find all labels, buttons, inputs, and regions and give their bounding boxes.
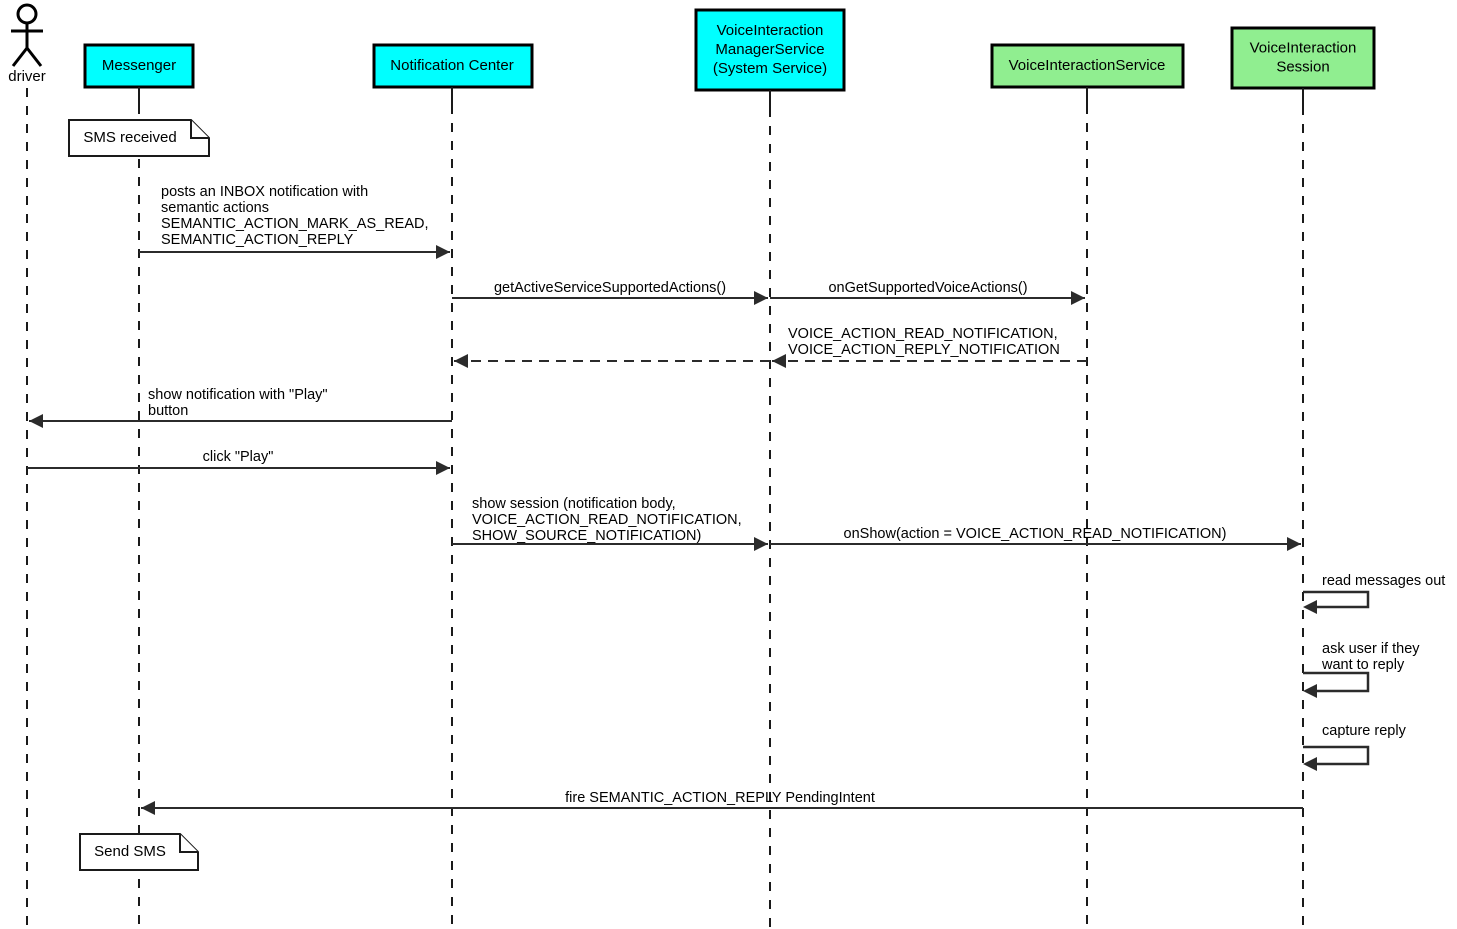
participant-label-voice-interaction-service-line-0: VoiceInteractionService (1009, 57, 1166, 74)
note-note-send-sms[interactable]: Send SMS (79, 833, 199, 871)
message-label-msg-click-play-line-0: click "Play" (203, 449, 274, 465)
message-arrowhead-msg-show-notification-with-play-button (29, 414, 43, 428)
note-label-note-send-sms: Send SMS (94, 843, 166, 860)
self-message-self-capture-reply[interactable]: capture reply (1303, 723, 1407, 771)
message-label-msg-on-get-supported-voice-actions-line-0: onGetSupportedVoiceActions() (828, 280, 1027, 296)
message-label-msg-on-show-line-0: onShow(action = VOICE_ACTION_READ_NOTIFI… (844, 526, 1227, 542)
message-arrowhead-msg-fire-semantic-action-reply-pending-intent (141, 801, 155, 815)
message-msg-show-notification-with-play-button[interactable]: show notification with "Play"button (29, 387, 452, 428)
participant-label-voice-interaction-session-line-1: Session (1276, 58, 1329, 75)
message-label-msg-show-notification-with-play-button-line-1: button (148, 403, 188, 419)
message-label-msg-post-inbox-notification-line-0: posts an INBOX notification with (161, 184, 368, 200)
note-shape-note-sms-received (68, 119, 210, 157)
message-arrowhead-msg-post-inbox-notification (436, 245, 450, 259)
actor-layer: driver (8, 3, 46, 85)
message-label-msg-get-active-service-supported-actions-line-0: getActiveServiceSupportedActions() (494, 280, 726, 296)
message-arrowhead-msg-get-active-service-supported-actions (754, 291, 768, 305)
self-message-path-self-capture-reply (1303, 745, 1370, 766)
message-msg-click-play[interactable]: click "Play" (27, 449, 450, 475)
participant-label-voice-interaction-session-line-0: VoiceInteraction (1250, 39, 1357, 56)
message-label-msg-show-session-line-2: SHOW_SOURCE_NOTIFICATION) (472, 528, 701, 544)
self-message-path-self-read-messages-out (1303, 590, 1370, 609)
participant-label-notification-center-line-0: Notification Center (390, 57, 513, 74)
note-shape-note-send-sms (79, 833, 199, 871)
self-message-self-read-messages-out[interactable]: read messages out (1303, 573, 1445, 614)
self-message-path-self-ask-user-if-they-want-to-reply (1303, 671, 1370, 693)
participant-label-voice-interaction-manager-service-line-2: (System Service) (713, 60, 827, 77)
participant-box-voice-interaction-service[interactable] (990, 43, 1185, 89)
message-arrowhead-msg-return-voice-actions-to-notification-center (454, 354, 468, 368)
participant-box-voice-interaction-manager-service[interactable] (694, 8, 846, 92)
self-message-label-self-ask-user-if-they-want-to-reply-line-1: want to reply (1321, 657, 1405, 673)
message-arrowhead-msg-on-show (1287, 537, 1301, 551)
message-label-msg-show-session-line-0: show session (notification body, (472, 496, 676, 512)
participant-voice-interaction-service[interactable]: VoiceInteractionService (990, 43, 1185, 105)
self-message-label-self-capture-reply-line-0: capture reply (1322, 723, 1407, 739)
message-arrowhead-msg-click-play (436, 461, 450, 475)
message-label-msg-show-notification-with-play-button-line-0: show notification with "Play" (148, 387, 328, 403)
note-fold-note-send-sms (179, 834, 198, 853)
participant-label-messenger-line-0: Messenger (102, 57, 176, 74)
message-label-msg-show-session-line-1: VOICE_ACTION_READ_NOTIFICATION, (472, 512, 742, 528)
messages-layer: posts an INBOX notification withsemantic… (27, 184, 1303, 815)
message-msg-show-session[interactable]: show session (notification body,VOICE_AC… (452, 496, 768, 551)
actor-label: driver (8, 68, 46, 85)
self-message-label-self-read-messages-out-line-0: read messages out (1322, 573, 1445, 589)
note-fold-note-sms-received (190, 120, 209, 139)
message-msg-get-active-service-supported-actions[interactable]: getActiveServiceSupportedActions() (452, 280, 768, 305)
message-arrowhead-msg-on-get-supported-voice-actions (1071, 291, 1085, 305)
message-msg-on-get-supported-voice-actions[interactable]: onGetSupportedVoiceActions() (770, 280, 1085, 305)
lifelines-layer (26, 87, 1304, 929)
message-label-msg-post-inbox-notification-line-2: SEMANTIC_ACTION_MARK_AS_READ, (161, 216, 429, 232)
message-label-msg-return-voice-actions-to-vims-line-1: VOICE_ACTION_REPLY_NOTIFICATION (788, 342, 1060, 358)
message-msg-return-voice-actions-to-vims[interactable]: VOICE_ACTION_READ_NOTIFICATION,VOICE_ACT… (772, 326, 1087, 368)
self-message-arrowhead-self-ask-user-if-they-want-to-reply (1303, 684, 1317, 698)
self-message-arrowhead-self-read-messages-out (1303, 600, 1317, 614)
participants-layer: Messenger Notification Center VoiceInterac… (83, 8, 1376, 108)
note-note-sms-received[interactable]: SMS received (68, 119, 210, 157)
message-msg-fire-semantic-action-reply-pending-intent[interactable]: fire SEMANTIC_ACTION_REPLY PendingIntent (141, 790, 1303, 815)
participant-messenger[interactable]: Messenger (83, 43, 195, 105)
actor-driver[interactable]: driver (8, 3, 46, 85)
message-label-msg-post-inbox-notification-line-1: semantic actions (161, 200, 269, 216)
actor-leg-right-icon (25, 47, 43, 67)
note-label-note-sms-received: SMS received (83, 129, 176, 146)
message-arrowhead-msg-show-session (754, 537, 768, 551)
message-arrowhead-msg-return-voice-actions-to-vims (772, 354, 786, 368)
self-message-label-self-ask-user-if-they-want-to-reply-line-0: ask user if they (1322, 641, 1420, 657)
message-label-msg-fire-semantic-action-reply-pending-intent-line-0: fire SEMANTIC_ACTION_REPLY PendingIntent (565, 790, 875, 806)
actor-leg-left-icon (11, 47, 29, 67)
message-label-msg-return-voice-actions-to-vims-line-0: VOICE_ACTION_READ_NOTIFICATION, (788, 326, 1058, 342)
actor-head-icon (16, 3, 38, 25)
participant-label-voice-interaction-manager-service-line-0: VoiceInteraction (717, 22, 824, 39)
participant-notification-center[interactable]: Notification Center (372, 43, 534, 105)
participant-label-voice-interaction-manager-service-line-1: ManagerService (715, 41, 824, 58)
message-msg-post-inbox-notification[interactable]: posts an INBOX notification withsemantic… (139, 184, 450, 259)
self-message-arrowhead-self-capture-reply (1303, 757, 1317, 771)
message-msg-return-voice-actions-to-notification-center[interactable] (454, 354, 770, 368)
message-msg-on-show[interactable]: onShow(action = VOICE_ACTION_READ_NOTIFI… (770, 526, 1301, 551)
message-label-msg-post-inbox-notification-line-3: SEMANTIC_ACTION_REPLY (161, 232, 354, 248)
